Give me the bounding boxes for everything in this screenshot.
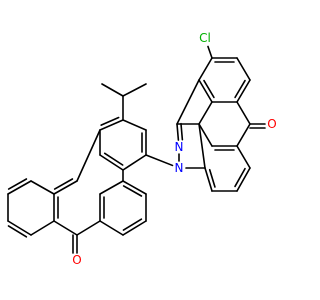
single-bond bbox=[99, 180, 124, 195]
double-bond bbox=[236, 79, 251, 103]
atom-label-cl: Cl bbox=[199, 31, 211, 45]
single-bond bbox=[30, 220, 55, 236]
single-bond bbox=[145, 154, 174, 167]
double-bond-inner-line bbox=[180, 122, 184, 141]
single-bond bbox=[101, 83, 124, 97]
single-bond bbox=[176, 79, 200, 125]
double-bond bbox=[7, 180, 32, 195]
double-bond-inner-line bbox=[7, 225, 28, 238]
single-bond bbox=[198, 123, 206, 169]
single-bond bbox=[198, 123, 213, 147]
double-bond-inner-line bbox=[122, 185, 143, 197]
single-bond bbox=[236, 101, 251, 125]
double-bond bbox=[99, 154, 124, 171]
double-bond-inner-line bbox=[7, 178, 28, 190]
bond-lines bbox=[7, 45, 266, 254]
double-bond-inner-line bbox=[122, 218, 143, 231]
single-bond bbox=[122, 83, 147, 97]
single-bond bbox=[30, 180, 55, 195]
double-bond bbox=[99, 119, 124, 131]
single-bond bbox=[198, 57, 213, 81]
single-bond bbox=[76, 220, 101, 236]
double-bond bbox=[198, 79, 213, 103]
atom-label-n: N bbox=[175, 140, 184, 154]
double-bond bbox=[122, 180, 147, 195]
atom-label-o: O bbox=[72, 253, 81, 267]
atom-label-o: O bbox=[267, 117, 276, 131]
double-bond bbox=[7, 220, 32, 236]
single-bond bbox=[122, 154, 147, 171]
atom-label-n: N bbox=[175, 161, 184, 175]
single-bond bbox=[207, 45, 213, 59]
single-bond bbox=[53, 220, 78, 236]
double-bond-inner-line bbox=[100, 116, 120, 126]
double-bond bbox=[122, 220, 147, 236]
single-bond bbox=[236, 123, 251, 147]
single-bond bbox=[99, 220, 124, 236]
double-bond-inner-line bbox=[234, 167, 246, 188]
single-bond bbox=[122, 119, 147, 131]
single-bond bbox=[198, 101, 213, 125]
double-bond-inner-line bbox=[234, 79, 246, 99]
double-bond-inner-line bbox=[208, 168, 216, 188]
double-bond-inner-line bbox=[53, 178, 74, 190]
single-bond bbox=[76, 129, 101, 182]
double-bond bbox=[236, 167, 251, 192]
double-bond bbox=[53, 180, 78, 195]
single-bond bbox=[236, 145, 251, 169]
double-bond-inner-line bbox=[203, 79, 215, 99]
double-bond bbox=[176, 123, 180, 141]
double-bond bbox=[204, 167, 213, 192]
double-bond-inner-line bbox=[103, 152, 124, 166]
single-bond bbox=[236, 57, 251, 81]
